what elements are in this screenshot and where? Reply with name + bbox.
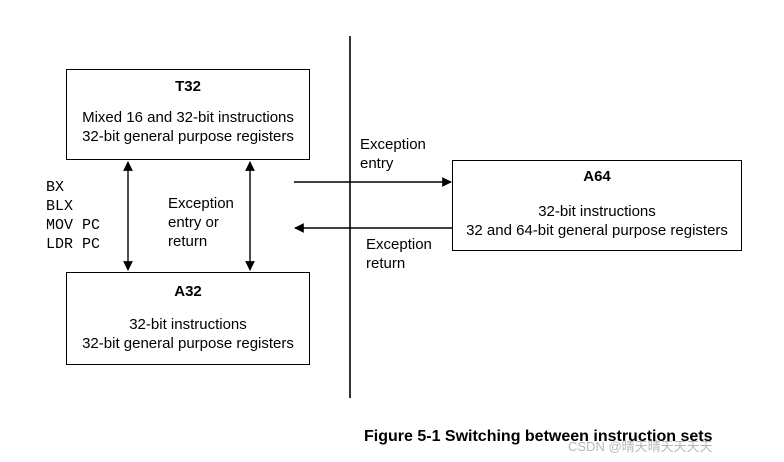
- t32-a32-exception-label: Exception entry or return: [168, 195, 234, 250]
- a64-box: A64 32-bit instructions 32 and 64-bit ge…: [452, 160, 742, 251]
- instruction-mov-pc: MOV PC: [46, 217, 101, 234]
- a64-line-2: 32 and 64-bit general purpose registers: [466, 222, 728, 239]
- t32-line-2: 32-bit general purpose registers: [82, 128, 294, 145]
- instruction-list: BX BLX MOV PC LDR PC: [46, 178, 100, 254]
- a64-title: A64: [583, 168, 611, 185]
- instruction-ldr-pc: LDR PC: [46, 236, 101, 253]
- t32-line-1: Mixed 16 and 32-bit instructions: [82, 109, 294, 126]
- a32-line-2: 32-bit general purpose registers: [82, 335, 294, 352]
- exception-entry-label: Exception entry: [360, 136, 426, 172]
- watermark: CSDN @晴天晴天天天天: [568, 439, 713, 454]
- t32-title: T32: [175, 78, 201, 95]
- figure-caption: Figure 5-1 Switching between instruction…: [364, 428, 713, 445]
- a64-line-1: 32-bit instructions: [538, 203, 656, 220]
- a32-line-1: 32-bit instructions: [129, 316, 247, 333]
- a32-title: A32: [174, 283, 202, 300]
- t32-box: T32 Mixed 16 and 32-bit instructions 32-…: [66, 69, 310, 160]
- exception-return-label: Exception return: [366, 236, 432, 272]
- instruction-bx: BX: [46, 179, 65, 196]
- a32-box: A32 32-bit instructions 32-bit general p…: [66, 272, 310, 365]
- instruction-blx: BLX: [46, 198, 74, 215]
